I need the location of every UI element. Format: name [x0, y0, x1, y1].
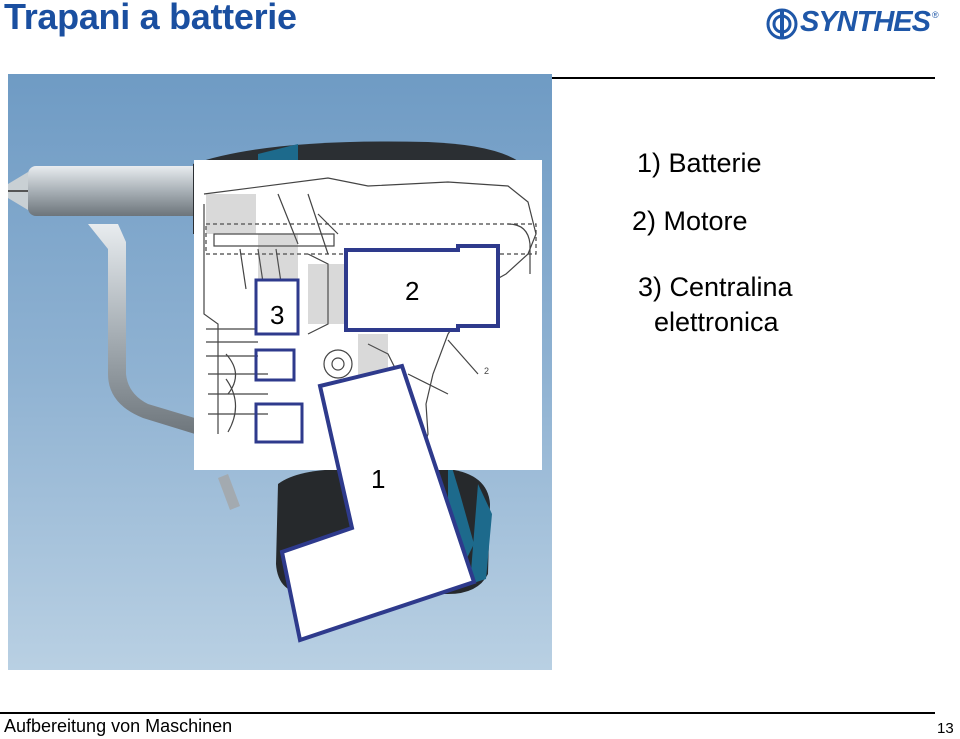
callout-label-1: 1 [371, 464, 385, 494]
callout-electronics-box [254, 278, 300, 336]
legend-motor: 2) Motore [632, 206, 748, 236]
top-divider [552, 77, 935, 79]
callout-motor-box [344, 244, 500, 332]
logo-registered-mark: ® [932, 10, 939, 20]
legend-electronics-line2: elettronica [654, 307, 779, 337]
legend-batteries: 1) Batterie [637, 148, 762, 178]
bottom-divider [0, 712, 935, 714]
callout-label-2: 2 [405, 276, 419, 306]
slide-title: Trapani a batterie [4, 0, 297, 37]
logo-wordmark: SYNTHES [800, 6, 931, 38]
legend-electronics-line1: 3) Centralina [638, 272, 793, 302]
callout-label-3: 3 [270, 300, 284, 330]
synthes-logo: SYNTHES ® [766, 6, 942, 40]
callout-battery-box [279, 363, 477, 643]
drawing-mark: 2 [484, 366, 489, 376]
synthes-emblem-icon [766, 8, 798, 40]
footer-text: Aufbereitung von Maschinen [4, 716, 233, 736]
drill-chuck [28, 166, 208, 216]
page-number: 13 [937, 720, 954, 737]
drill-photo: 2 2 3 1 [8, 74, 552, 670]
